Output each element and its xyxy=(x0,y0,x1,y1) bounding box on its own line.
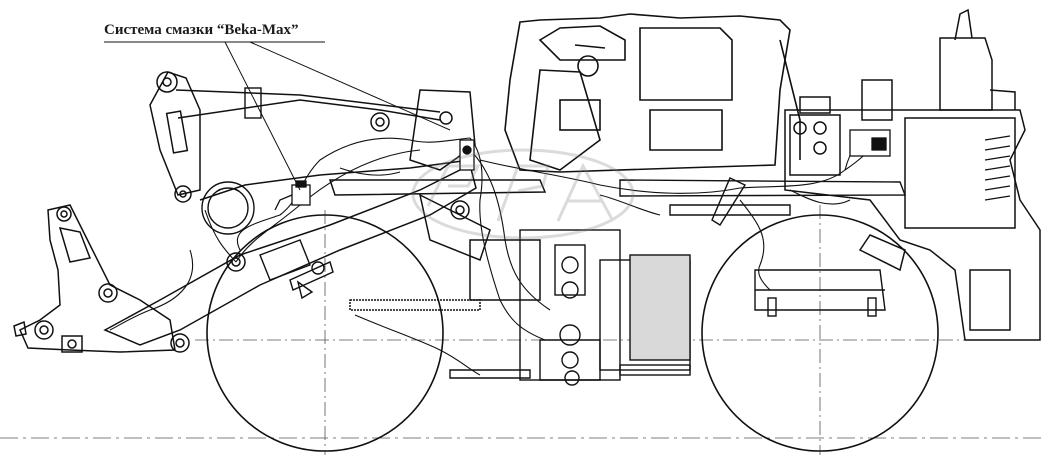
lube-lines xyxy=(109,129,881,376)
rear-wheel xyxy=(701,214,939,452)
front-wheel xyxy=(206,214,444,452)
lift-cylinder xyxy=(201,87,334,300)
lubrication-system-label: Система смазки “Beka-Max” xyxy=(104,22,299,38)
front-frame xyxy=(328,89,547,311)
label-leader xyxy=(104,41,451,191)
center-lines xyxy=(0,205,1044,455)
engine-hood xyxy=(784,8,1041,341)
center-section xyxy=(449,229,691,386)
watermark-logo xyxy=(411,148,635,240)
lift-arm xyxy=(103,71,477,353)
rear-frame xyxy=(619,177,907,376)
cab xyxy=(504,13,801,173)
bucket xyxy=(13,204,176,353)
engine-grille xyxy=(984,135,1011,201)
lube-pump xyxy=(274,129,891,211)
